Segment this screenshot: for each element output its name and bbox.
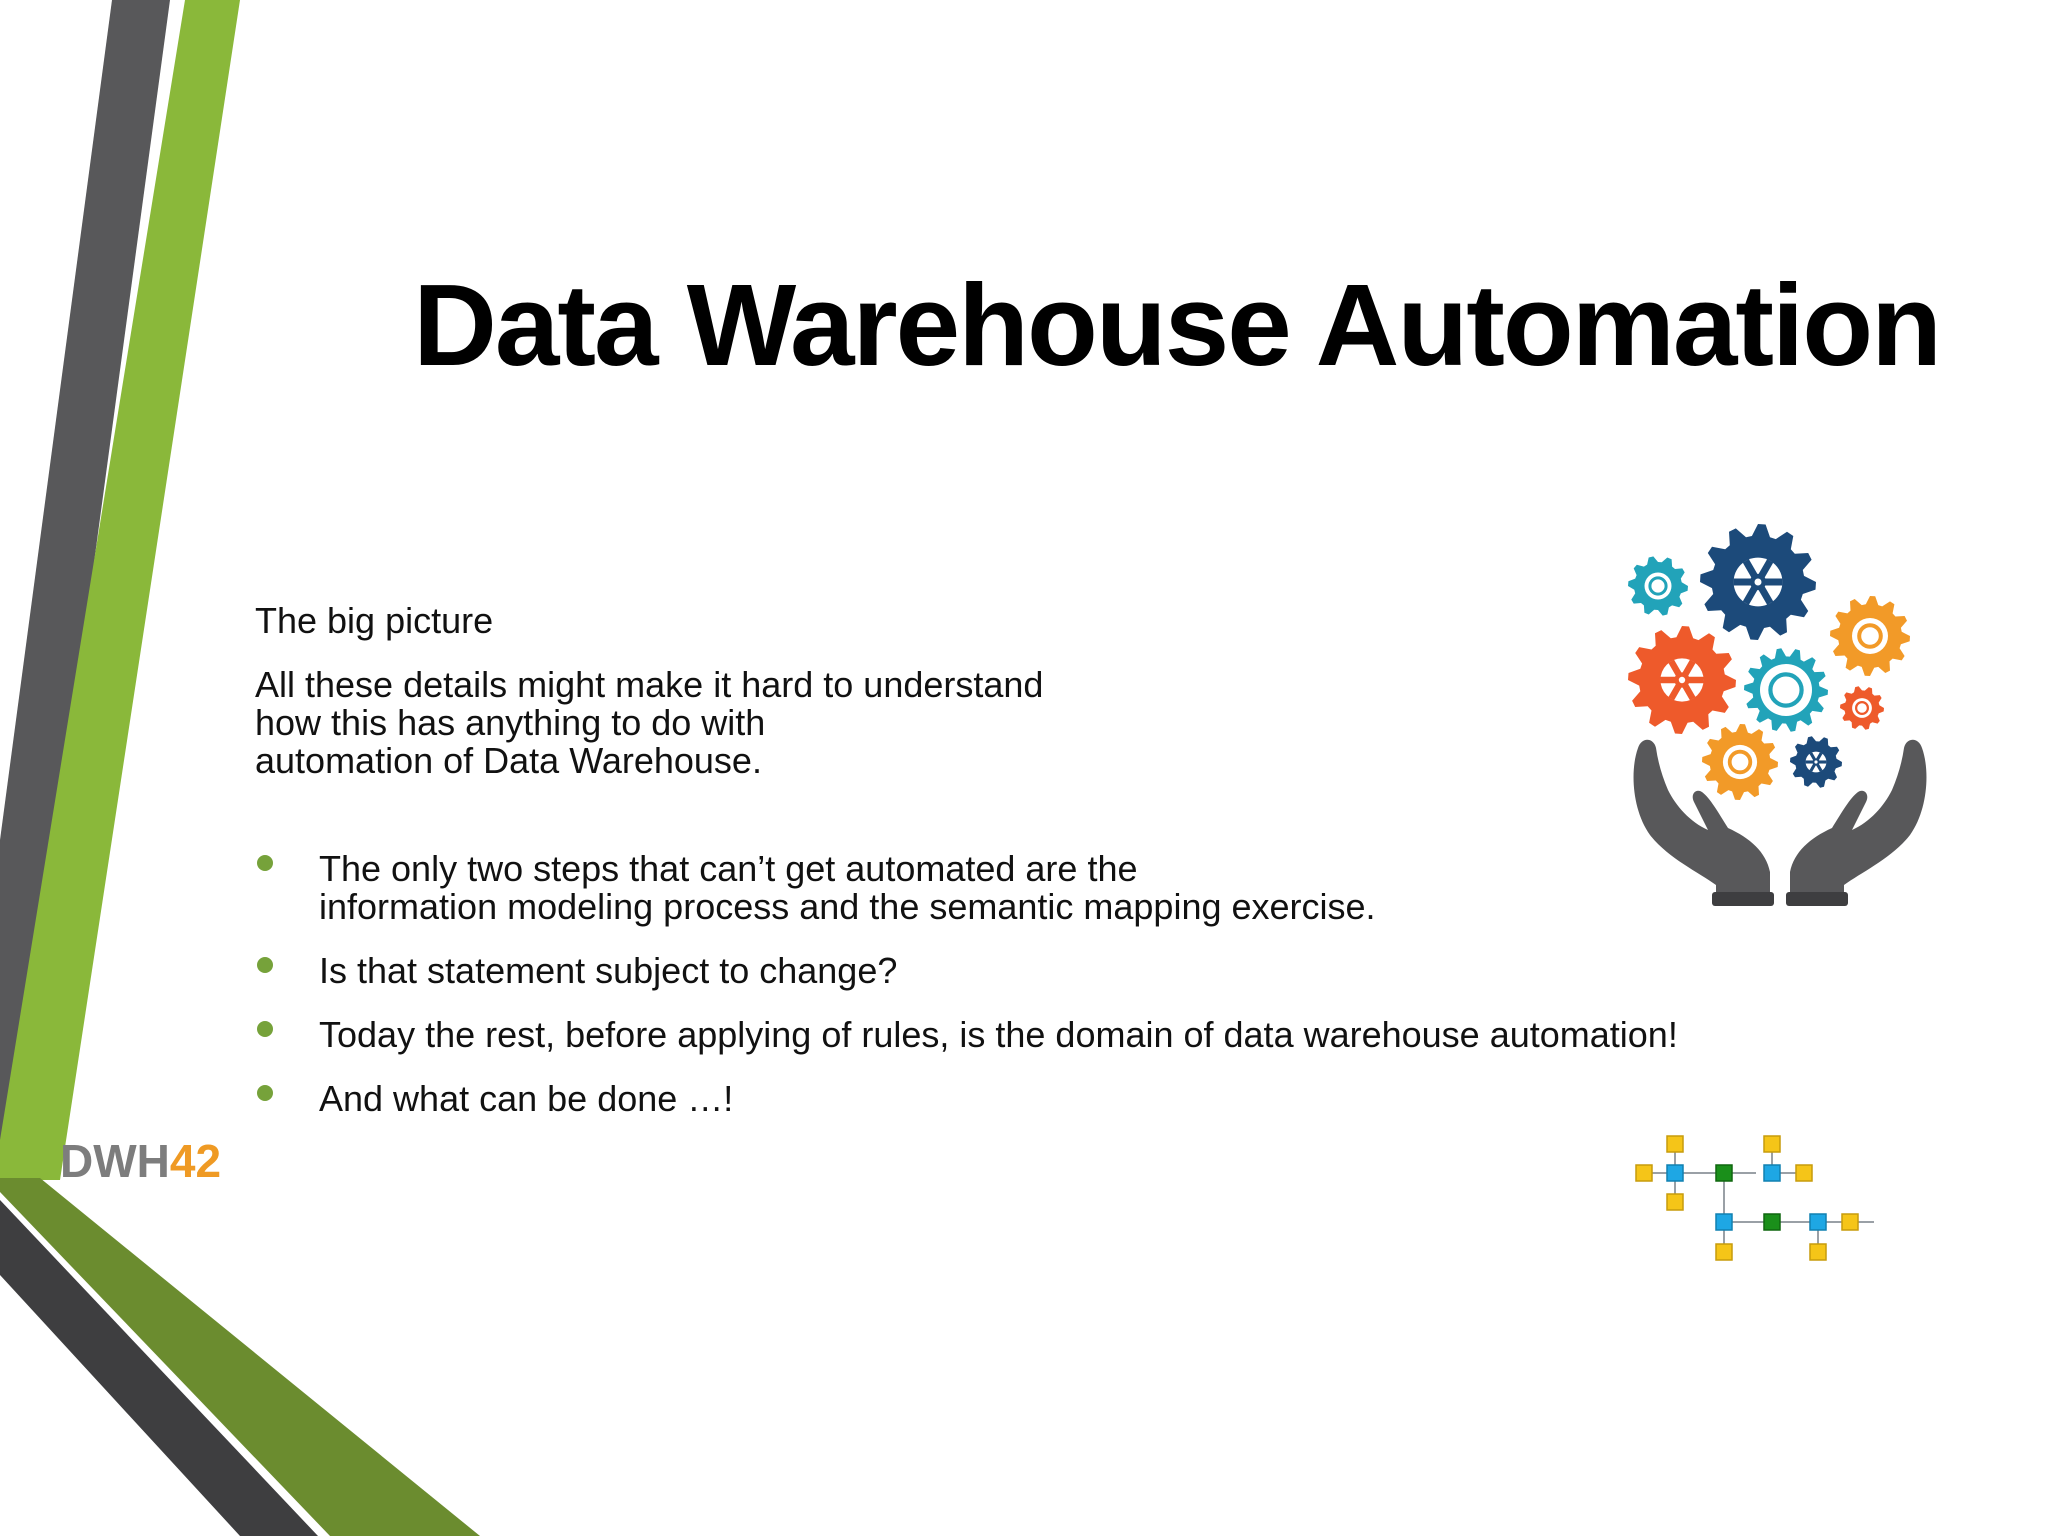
gear-layer xyxy=(1628,524,1910,800)
intro-paragraph: All these details might make it hard to … xyxy=(255,664,1044,781)
left-hand-icon xyxy=(1633,739,1770,902)
gear-icon xyxy=(1628,626,1736,734)
dwh42-logo: DWH42 xyxy=(60,1138,221,1184)
gears-in-hands-icon xyxy=(1628,524,1927,906)
logo-text-dwh: DWH xyxy=(60,1135,170,1187)
gear-icon xyxy=(1830,596,1910,676)
gear-icon xyxy=(1700,524,1816,640)
gear-icon xyxy=(1790,736,1842,788)
gear-icon xyxy=(1628,556,1688,616)
right-hand-icon xyxy=(1790,739,1927,902)
gear-icon xyxy=(1744,648,1828,732)
bullet-dot-icon xyxy=(257,1021,273,1037)
bullet-dot-icon xyxy=(257,957,273,973)
intro-heading: The big picture xyxy=(255,600,494,641)
stripe-green-bottom xyxy=(0,1178,480,1536)
bullet-text: Is that statement subject to change? xyxy=(319,950,898,991)
bullet-item: And what can be done …! xyxy=(255,1080,1815,1118)
bullet-item: The only two steps that can’t get automa… xyxy=(255,850,1815,926)
gear-icon xyxy=(1702,724,1778,800)
stripe-gray-bottom xyxy=(0,1200,318,1536)
left-stripes-decoration xyxy=(0,0,480,1536)
bullet-text: The only two steps that can’t get automa… xyxy=(319,848,1376,927)
logo-text-42: 42 xyxy=(169,1135,222,1187)
network-diagram-icon xyxy=(1635,1135,1874,1261)
slide-title: Data Warehouse Automation xyxy=(413,260,1942,390)
bullet-dot-icon xyxy=(257,855,273,871)
right-cuff xyxy=(1786,892,1848,906)
left-cuff xyxy=(1712,892,1774,906)
bullet-text: Today the rest, before applying of rules… xyxy=(319,1014,1678,1055)
intro-text-block: The big picture All these details might … xyxy=(255,602,1555,780)
network-nodes xyxy=(1635,1135,1859,1261)
gear-icon xyxy=(1840,686,1884,730)
stripe-gray-top xyxy=(0,0,170,1170)
bullet-list: The only two steps that can’t get automa… xyxy=(255,850,1815,1144)
bullet-item: Today the rest, before applying of rules… xyxy=(255,1016,1815,1054)
bullet-dot-icon xyxy=(257,1085,273,1101)
stripe-green-top xyxy=(0,0,240,1180)
bullet-text: And what can be done …! xyxy=(319,1078,734,1119)
bullet-item: Is that statement subject to change? xyxy=(255,952,1815,990)
